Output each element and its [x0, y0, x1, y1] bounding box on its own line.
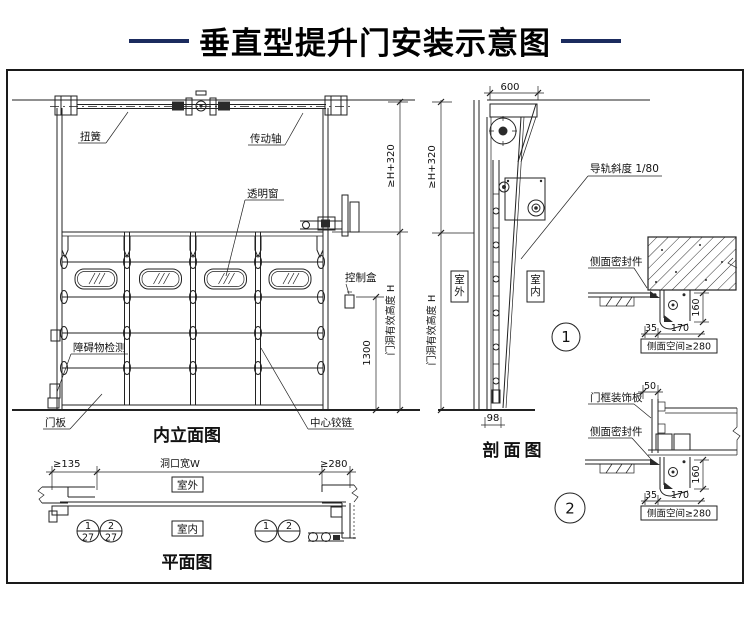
detail-1-space: 侧面空间≥280: [647, 341, 711, 353]
dim-section-opening-height: 门洞有效高度 H: [425, 295, 438, 366]
label-torsion-spring: 扭簧: [80, 130, 101, 143]
label-obstacle-detection: 障碍物检测: [73, 341, 126, 354]
detail-2-dim-160: 160: [691, 456, 709, 493]
label-side-seal-2: 侧面密封件: [590, 425, 643, 438]
detail-1-number: 1: [561, 328, 571, 346]
detail-2-space-box: [640, 505, 718, 521]
detail-1-dim-160: 160: [691, 289, 709, 326]
label-indoor: 室内: [530, 273, 541, 298]
elevation-caption: 内立面图: [153, 425, 221, 446]
dim-98: 98: [481, 413, 505, 428]
title-dash-right: [561, 38, 621, 43]
dim-600: 600: [484, 82, 544, 100]
dim-opening-height: 门洞有效高度 H: [384, 285, 397, 356]
elevation-dims: ≥H+320 门洞有效高度 H: [332, 98, 408, 414]
torsion-shaft: [50, 90, 352, 116]
section-wall: [473, 100, 525, 410]
dim-35-1: 35: [645, 323, 657, 334]
page-title: 垂直型提升门安装示意图: [0, 18, 750, 63]
detail-2-number: 2: [565, 500, 575, 518]
detail-2-bubble: [554, 492, 586, 524]
dim-header-height: ≥H+320: [386, 144, 397, 187]
dim-bottom-gap: 98: [487, 413, 500, 424]
control-box: [344, 283, 355, 309]
hinge-ovals: [60, 255, 325, 375]
label-drive-shaft: 传动轴: [250, 132, 282, 145]
title-text: 垂直型提升门安装示意图: [199, 26, 551, 62]
section-side-labels: 室外 室内: [450, 270, 545, 303]
plan-outdoor-box: [171, 476, 204, 493]
plan-label-outdoor: 室外: [177, 479, 198, 492]
label-side-seal-1: 侧面密封件: [590, 255, 643, 268]
detail-2-dim-50: 50: [638, 381, 663, 399]
callout-1-top: 1: [85, 521, 91, 532]
obstacle-sensor: [47, 329, 61, 409]
section-view: 600: [425, 82, 662, 461]
dim-plan-left: ≥135: [53, 459, 80, 470]
elevation-view: 1300 ≥H+320 门洞有效高度 H 扭簧 传动轴 透明窗 控制盒 障碍: [12, 90, 420, 446]
dim-plan-right: ≥280: [320, 459, 347, 470]
section-operator: [498, 177, 546, 221]
plan-right-jamb: [308, 484, 359, 542]
label-center-hinge: 中心铰链: [310, 416, 352, 429]
window-row: [74, 268, 312, 290]
callout-2-top: 2: [108, 521, 114, 532]
label-rail-slope: 导轨斜度 1/80: [590, 162, 659, 175]
door-leaf: [60, 231, 325, 406]
detail-1-dim-bottom: 35 170: [641, 323, 705, 338]
dim-50: 50: [644, 381, 656, 392]
concrete-wall: [647, 236, 737, 291]
label-transparent-window: 透明窗: [247, 187, 279, 200]
callout-1-bottom: 27: [82, 533, 94, 544]
plan-view: ≥135 洞口宽W ≥280: [37, 457, 359, 573]
callout-2-bottom: 27: [105, 533, 117, 544]
detail-1-assembly: [588, 290, 691, 330]
callout-4-top: 2: [286, 521, 292, 532]
dim-35-2: 35: [645, 490, 657, 501]
detail-2: 2 50 门框装饰板 侧面密封件: [554, 381, 741, 524]
label-frame-trim: 门框装饰板: [590, 391, 643, 404]
plan-indoor-box: [171, 520, 204, 537]
detail-1-bubble: [551, 322, 581, 352]
detail-2-dim-bottom: 35 170: [641, 490, 705, 505]
section-dims: ≥H+320 门洞有效高度 H: [425, 98, 474, 414]
dim-170-2: 170: [671, 490, 689, 501]
callout-3-top: 1: [263, 521, 269, 532]
label-door-panel: 门板: [45, 416, 66, 429]
section-header: [489, 103, 538, 163]
callout-bubbles: 1 27 2 27 1 2: [76, 519, 301, 544]
plan-caption: 平面图: [162, 553, 213, 573]
rail-slope-label: 导轨斜度 1/80: [520, 162, 662, 260]
dim-160-2: 160: [691, 465, 702, 483]
dim-160-1: 160: [691, 298, 702, 316]
detail-1-space-box: [640, 338, 718, 354]
dim-control-height: 1300: [362, 340, 373, 365]
dim-section-header-height: ≥H+320: [427, 145, 438, 188]
plan-label-indoor: 室内: [177, 523, 198, 536]
dim-lintel-depth: 600: [500, 82, 519, 93]
dim-plan-width: 洞口宽W: [160, 457, 200, 470]
guide-tracks: [56, 108, 329, 410]
detail-1: 1 侧面密封件: [551, 236, 738, 354]
label-control-box: 控制盒: [345, 271, 377, 284]
label-outdoor: 室外: [454, 273, 465, 298]
dim-170-1: 170: [671, 323, 689, 334]
dim-1300: 1300: [356, 293, 384, 414]
detail-2-assembly: [585, 457, 691, 497]
plan-dims: ≥135 洞口宽W ≥280: [46, 457, 356, 490]
title-dash-left: [129, 38, 189, 43]
section-door-panels: [491, 160, 501, 404]
elevation-labels: 扭簧 传动轴 透明窗 控制盒 障碍物检测 门板 中心铰链: [43, 111, 377, 430]
detail-2-wall: [648, 399, 741, 456]
detail-2-space: 侧面空间≥280: [647, 508, 711, 520]
section-caption: 剖面图: [483, 440, 546, 461]
